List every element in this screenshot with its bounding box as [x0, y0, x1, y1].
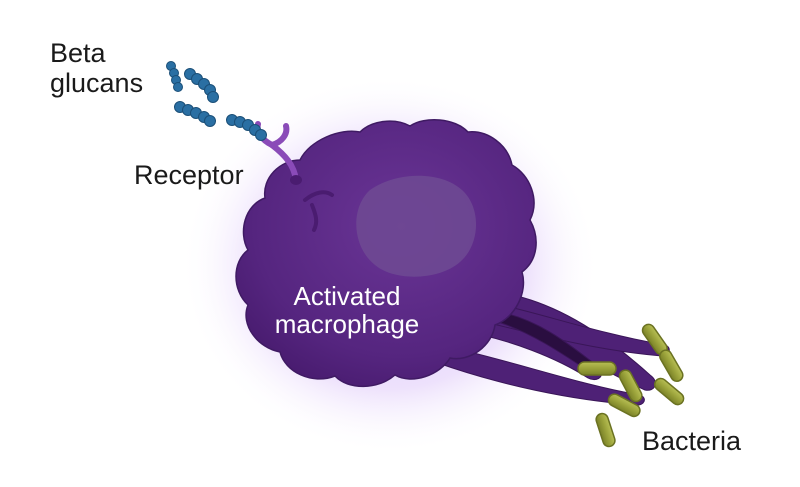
receptor-label: Receptor [134, 160, 244, 190]
bacterium-icon [618, 369, 643, 403]
macrophage-label-line1: Activated [293, 281, 401, 311]
beta-glucans-label-line2: glucans [50, 68, 144, 98]
internal-receptor [303, 190, 334, 232]
receptor-anchor [290, 175, 302, 185]
beta-glucans-label-line1: Beta [50, 38, 106, 68]
bacterium-icon [595, 412, 616, 448]
macrophage-label-line2: macrophage [274, 309, 420, 339]
glucan-chain-icon [166, 61, 267, 141]
bacterium-icon [659, 349, 684, 382]
nucleus [356, 175, 477, 277]
bacterium-icon [653, 377, 685, 406]
bacteria-group [577, 323, 685, 448]
bacteria-label: Bacteria [642, 426, 742, 456]
bacterium-icon [607, 393, 641, 418]
bacterium-icon [577, 361, 617, 376]
